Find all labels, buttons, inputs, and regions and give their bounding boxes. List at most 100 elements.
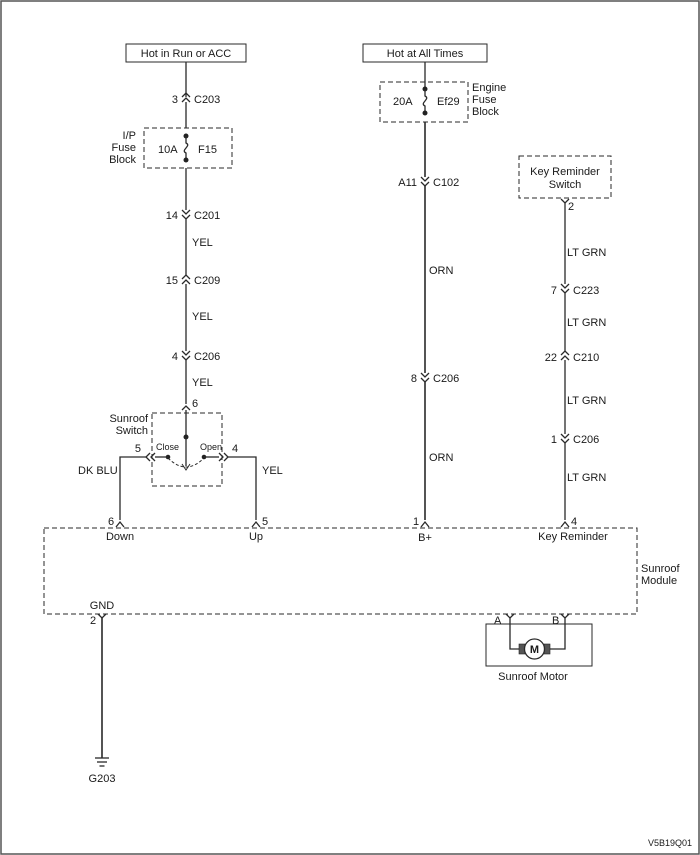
- connector-c210-pin: 22: [545, 352, 557, 364]
- sunroof-switch-label-1: Sunroof: [109, 413, 148, 425]
- wire-dk-blu: [119, 456, 146, 520]
- fuse-terminal-dot: [422, 110, 428, 116]
- module-pin-key-number: 4: [571, 516, 577, 528]
- module-pin-down-symbol: [115, 520, 125, 528]
- module-pin-gnd-number: 2: [90, 615, 96, 627]
- switch-open-label: Open: [200, 442, 222, 452]
- wire-color-lt-grn-1: LT GRN: [567, 247, 606, 259]
- sunroof-module-label-2: Module: [641, 575, 677, 587]
- motor-pin-b: B: [552, 615, 559, 627]
- wire-color-yel-3: YEL: [192, 377, 213, 389]
- connector-c206-left-name: C206: [194, 351, 220, 363]
- engine-fuse-block-label-3: Block: [472, 106, 499, 118]
- key-reminder-switch: [518, 155, 612, 199]
- switch-actuator-arc: [167, 457, 205, 468]
- ground-symbol: [95, 757, 109, 767]
- key-reminder-switch-label-1: Key Reminder: [530, 166, 600, 178]
- ip-fuse-block-label-3: Block: [109, 154, 136, 166]
- module-pin-bplus-number: 1: [413, 516, 419, 528]
- wire-color-lt-grn-3: LT GRN: [567, 395, 606, 407]
- sunroof-switch-label-2: Switch: [116, 425, 148, 437]
- wire-color-orn-1: ORN: [429, 265, 454, 277]
- switch-actuator-arrow: [181, 463, 191, 471]
- key-reminder-pin: 2: [568, 201, 574, 213]
- ip-fuse-block-label-1: I/P: [123, 130, 136, 142]
- switch-close-label: Close: [156, 442, 179, 452]
- switch-pin-top: 6: [192, 398, 198, 410]
- sunroof-motor-label: Sunroof Motor: [498, 671, 568, 683]
- connector-c102-name: C102: [433, 177, 459, 189]
- power-source-run-acc: Hot in Run or ACC: [141, 48, 232, 60]
- connector-c203-pin: 3: [172, 94, 178, 106]
- switch-pin-6-symbol: [181, 405, 191, 411]
- wire-color-dk-blu: DK BLU: [78, 465, 118, 477]
- motor-pin-b-symbol: [560, 613, 570, 619]
- motor-lead-b: [546, 618, 566, 650]
- fuse-f15-symbol: [183, 136, 189, 160]
- module-pin-key-symbol: [560, 520, 570, 528]
- fuse-ef29-symbol: [422, 89, 428, 113]
- connector-c206-left-symbol: [181, 350, 191, 361]
- module-pin-down-number: 6: [108, 516, 114, 528]
- connector-c210-symbol: [560, 350, 570, 361]
- connector-c201-pin: 14: [166, 210, 178, 222]
- connector-c206-right-pin: 1: [551, 434, 557, 446]
- fuse-f15-name: F15: [198, 144, 217, 156]
- connector-c206-mid-symbol: [420, 372, 430, 383]
- module-pin-down-label: Down: [106, 531, 134, 543]
- connector-c102-symbol: [420, 176, 430, 187]
- connector-c223-symbol: [560, 283, 570, 294]
- sunroof-switch: [151, 412, 223, 487]
- module-pin-gnd-symbol: [97, 613, 107, 619]
- connector-c209-name: C209: [194, 275, 220, 287]
- switch-pin-4-symbol: [218, 452, 229, 462]
- connector-c210-name: C210: [573, 352, 599, 364]
- module-pin-bplus-label: B+: [418, 532, 432, 544]
- motor-symbol-letter: M: [530, 644, 539, 656]
- wire-color-yel-2: YEL: [192, 311, 213, 323]
- connector-c201-name: C201: [194, 210, 220, 222]
- wire-yel-up: [228, 456, 257, 520]
- connector-c201-symbol: [181, 209, 191, 220]
- key-reminder-switch-label-2: Switch: [549, 179, 581, 191]
- connector-c206-mid-name: C206: [433, 373, 459, 385]
- module-pin-bplus-symbol: [420, 520, 430, 528]
- connector-c223-pin: 7: [551, 285, 557, 297]
- connector-c203-name: C203: [194, 94, 220, 106]
- connector-c209-pin: 15: [166, 275, 178, 287]
- engine-fuse-block-label-1: Engine: [472, 82, 506, 94]
- connector-c209-symbol: [181, 274, 191, 285]
- sunroof-module: [43, 527, 638, 615]
- wire-color-yel-up: YEL: [262, 465, 283, 477]
- motor-pin-a: A: [494, 615, 502, 627]
- module-pin-up-symbol: [251, 520, 261, 528]
- ground-name: G203: [89, 773, 116, 785]
- connector-c206-left-pin: 4: [172, 351, 178, 363]
- fuse-ef29-name: Ef29: [437, 96, 460, 108]
- module-pin-up-number: 5: [262, 516, 268, 528]
- module-pin-up-label: Up: [249, 531, 263, 543]
- connector-c206-right-name: C206: [573, 434, 599, 446]
- switch-pin-5-symbol: [145, 452, 156, 462]
- sunroof-module-label-1: Sunroof: [641, 563, 680, 575]
- motor-symbol: [523, 638, 546, 660]
- ip-fuse-block: [143, 127, 233, 169]
- module-pin-gnd-label: GND: [90, 600, 115, 612]
- motor-lead-a: [509, 618, 522, 650]
- power-source-always: Hot at All Times: [387, 48, 464, 60]
- switch-pin-left: 5: [135, 443, 141, 455]
- connector-c206-mid-pin: 8: [411, 373, 417, 385]
- fuse-terminal-dot: [183, 157, 189, 163]
- ip-fuse-block-label-2: Fuse: [112, 142, 136, 154]
- connector-c203-symbol: [181, 92, 191, 103]
- fuse-f15-rating: 10A: [158, 144, 178, 156]
- fuse-ef29-rating: 20A: [393, 96, 413, 108]
- switch-pin-right: 4: [232, 443, 238, 455]
- sunroof-motor-box: [485, 623, 593, 667]
- wire-color-yel-1: YEL: [192, 237, 213, 249]
- wire-color-orn-2: ORN: [429, 452, 454, 464]
- motor-pin-a-symbol: [505, 613, 515, 619]
- connector-c223-name: C223: [573, 285, 599, 297]
